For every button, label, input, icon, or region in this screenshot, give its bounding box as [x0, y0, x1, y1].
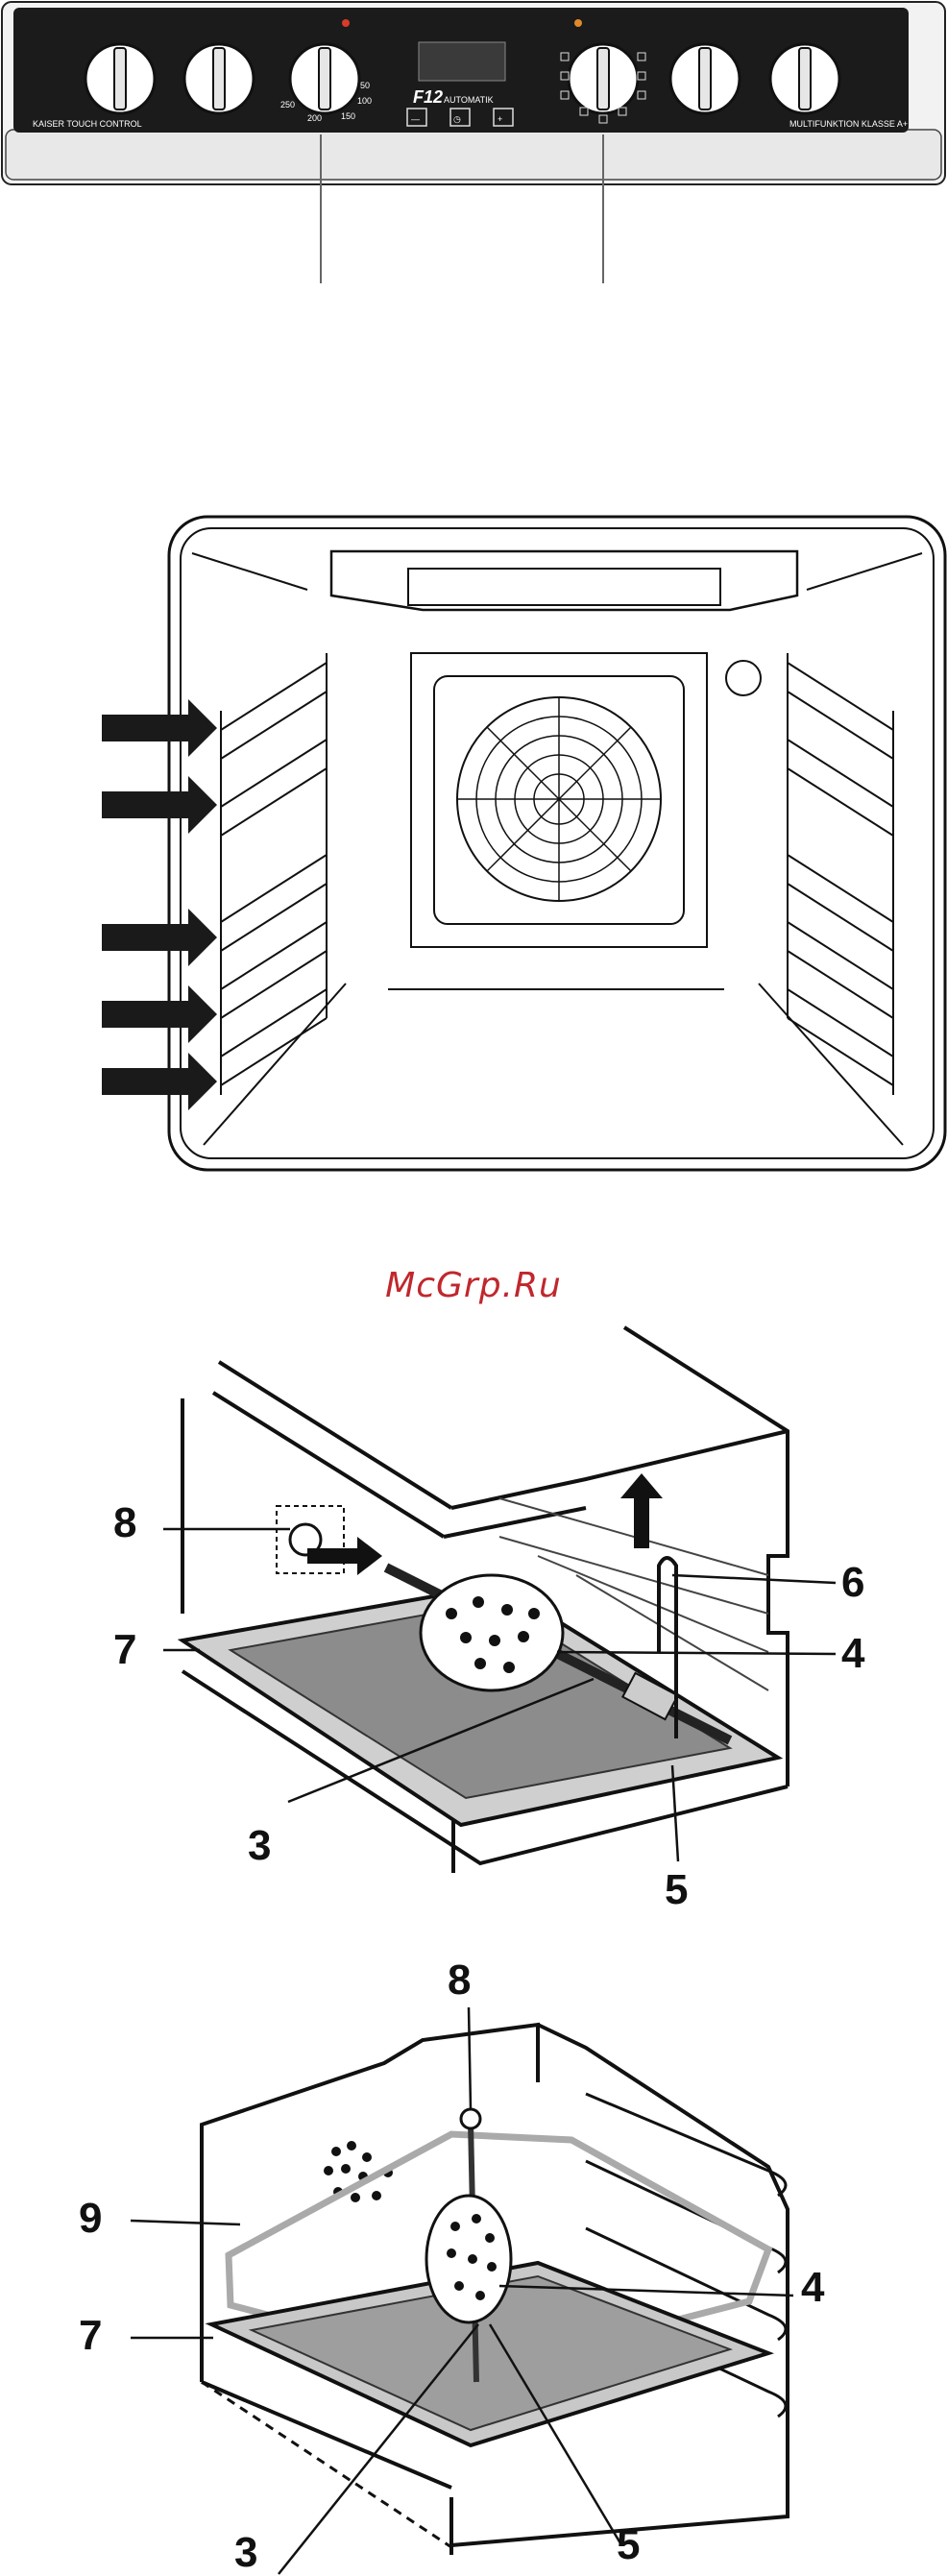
watermark-text: McGrp.Ru [0, 1266, 947, 1305]
knob-5[interactable] [670, 44, 740, 113]
scale-150: 150 [341, 111, 355, 121]
rotary-callout-3: 3 [234, 2532, 257, 2574]
rotary-callout-5: 5 [617, 2524, 640, 2566]
indicator-light-orange [574, 19, 582, 27]
rotary-callout-7: 7 [79, 2315, 102, 2357]
oven-interior-figure [0, 499, 947, 1172]
scale-200: 200 [307, 113, 322, 123]
control-panel-figure: F12 AUTOMATIK — ◷ + KAISER TOUCH CONTROL… [0, 0, 947, 288]
chicken [421, 1575, 563, 1690]
knob-6[interactable] [770, 44, 839, 113]
model-sub-label: AUTOMATIK [444, 95, 494, 105]
rotisserie-spit-figure [0, 1306, 947, 1940]
spit-callout-6: 6 [841, 1562, 864, 1604]
plus-button-label: + [498, 114, 502, 124]
scale-100: 100 [357, 96, 372, 106]
minus-button-label: — [411, 114, 420, 124]
knob-2[interactable] [184, 44, 254, 113]
spit-callout-8: 8 [113, 1502, 136, 1544]
model-label: F12 [413, 87, 443, 107]
brand-left-label: KAISER TOUCH CONTROL [33, 119, 142, 129]
spit-callout-3: 3 [248, 1825, 271, 1867]
spit-callout-7: 7 [113, 1629, 136, 1671]
display-screen [419, 42, 505, 81]
scale-250: 250 [280, 100, 295, 109]
brand-right-label: MULTIFUNKTION KLASSE A+ [789, 119, 908, 129]
indicator-light-red [342, 19, 350, 27]
knob-1[interactable] [85, 44, 155, 113]
rotary-callout-9: 9 [79, 2198, 102, 2240]
rotary-callout-8: 8 [448, 1959, 471, 2002]
clock-button-label: ◷ [453, 114, 461, 124]
rotary-callout-4: 4 [801, 2267, 824, 2309]
spit-callout-4: 4 [841, 1633, 864, 1675]
lift-arrow [620, 1473, 663, 1548]
scale-50: 50 [360, 81, 370, 90]
top-heating-element [331, 551, 797, 610]
spit-callout-5: 5 [665, 1869, 688, 1911]
rotary-grill-figure [0, 1940, 947, 2575]
